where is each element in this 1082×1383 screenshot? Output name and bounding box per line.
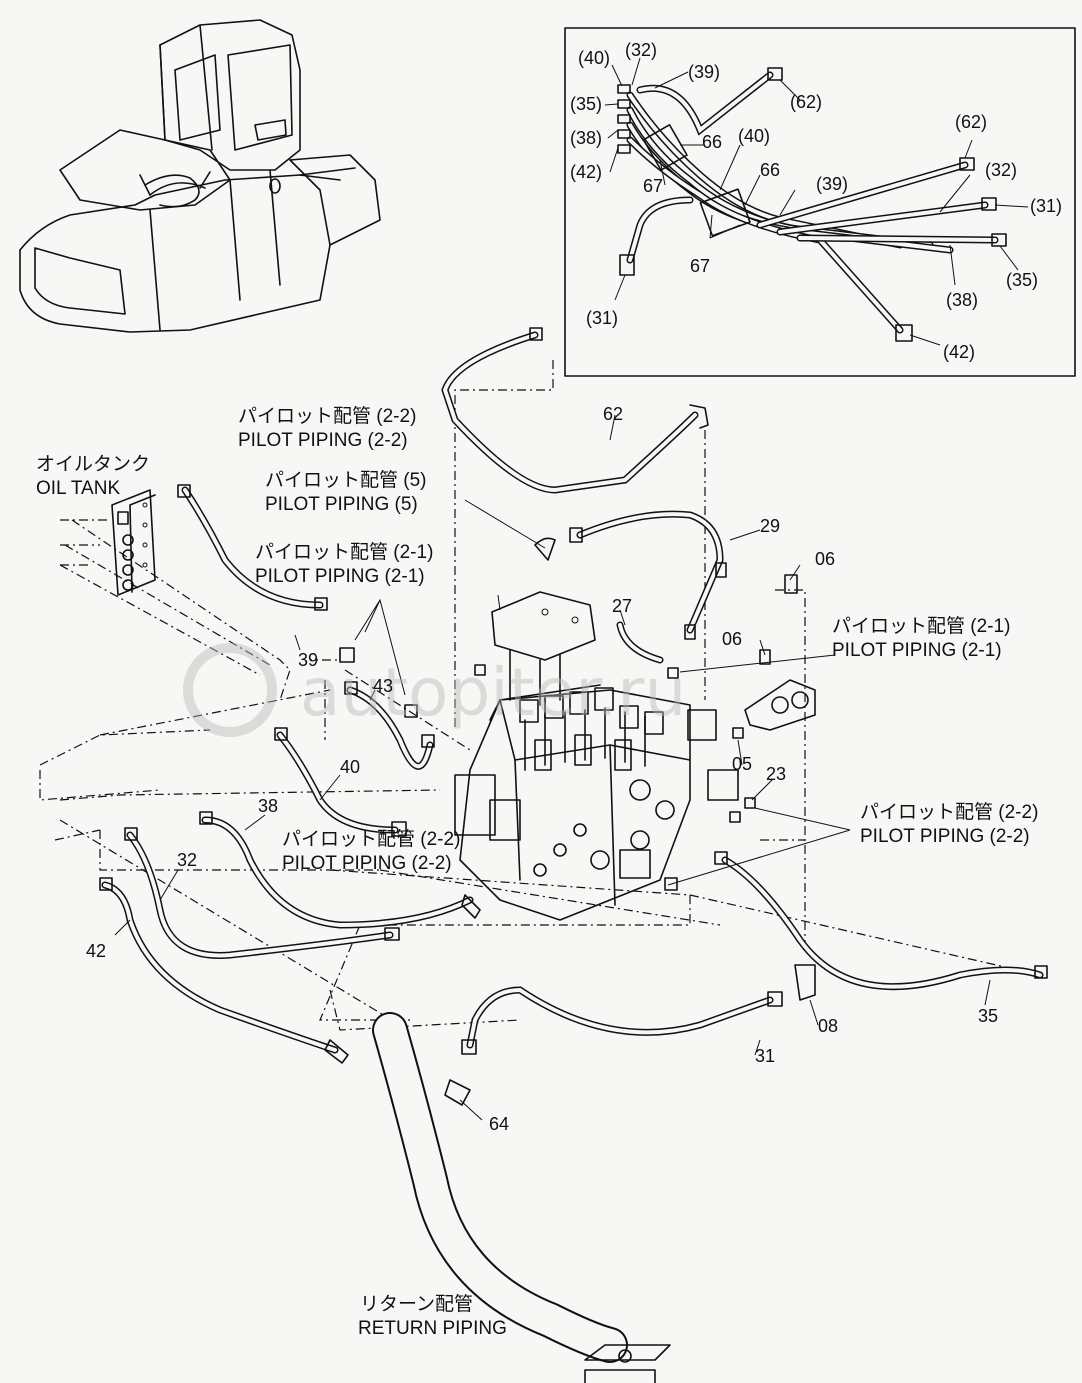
inset-part-label: (32) — [625, 40, 657, 60]
pilot-piping-5-jp: パイロット配管 (5) — [265, 469, 427, 491]
inset-part-label: 66 — [702, 132, 722, 152]
pilot-piping-21-right-jp: パイロット配管 (2-1) — [832, 615, 1010, 637]
excavator-thumbnail — [19, 19, 381, 333]
inset-part-label: (42) — [943, 342, 975, 362]
part-label: 05 — [732, 754, 752, 774]
pilot-piping-5-en: PILOT PIPING (5) — [265, 494, 418, 515]
part-label: 62 — [603, 404, 623, 424]
oil-tank-label-en: OIL TANK — [36, 478, 120, 499]
pilot-piping-22-top-en: PILOT PIPING (2-2) — [238, 430, 408, 451]
inset-part-label: (31) — [1030, 196, 1062, 216]
inset-part-label: (62) — [790, 92, 822, 112]
pilot-piping-21-left-jp: パイロット配管 (2-1) — [255, 541, 433, 563]
inset-part-label: (40) — [578, 48, 610, 68]
oil-tank-label-jp: オイルタンク — [36, 453, 150, 475]
oil-tank-ports — [111, 489, 156, 596]
inset-part-label: (35) — [570, 94, 602, 114]
inset-part-label: (62) — [955, 112, 987, 132]
part-label: 06 — [722, 629, 742, 649]
part-label: 43 — [373, 676, 393, 696]
pilot-piping-21-right-en: PILOT PIPING (2-1) — [832, 640, 1002, 661]
part-label: 27 — [612, 596, 632, 616]
inset-part-label: (40) — [738, 126, 770, 146]
return-piping-label-jp: リターン配管 — [360, 1293, 473, 1315]
inset-part-label: 67 — [643, 176, 663, 196]
hoses — [99, 327, 1048, 1383]
inset-part-label: (39) — [688, 62, 720, 82]
part-label: 64 — [489, 1114, 509, 1134]
inset-part-label: (32) — [985, 160, 1017, 180]
watermark-text: autopiter.ru — [300, 654, 686, 731]
part-label: 23 — [766, 764, 786, 784]
pilot-piping-22-lower-jp: パイロット配管 (2-2) — [282, 828, 460, 850]
part-label: 08 — [818, 1016, 838, 1036]
inset-part-label: (38) — [570, 128, 602, 148]
part-label: 29 — [760, 516, 780, 536]
pilot-piping-21-left-en: PILOT PIPING (2-1) — [255, 566, 425, 587]
part-label: 40 — [340, 757, 360, 777]
inset-part-label: (38) — [946, 290, 978, 310]
main-part-numbers: 62 29 06 27 06 39 43 40 38 05 23 32 42 3… — [86, 404, 998, 1134]
part-label: 31 — [755, 1046, 775, 1066]
part-label: 32 — [177, 850, 197, 870]
part-label: 38 — [258, 796, 278, 816]
inset-part-label: 66 — [760, 160, 780, 180]
dash-dot-leaders — [39, 360, 1041, 1031]
pilot-piping-22-right-jp: パイロット配管 (2-2) — [860, 801, 1038, 823]
inset-part-label: (39) — [816, 174, 848, 194]
watermark: autopiter.ru — [183, 643, 686, 737]
part-label: 42 — [86, 941, 106, 961]
inset-part-numbers: (40) (32) (39) (62) (35) (38) 66 (40) (4… — [570, 40, 1062, 362]
pilot-piping-22-right-en: PILOT PIPING (2-2) — [860, 826, 1030, 847]
section-labels: オイルタンク OIL TANK パイロット配管 (2-2) PILOT PIPI… — [36, 405, 1038, 1339]
part-label: 39 — [298, 650, 318, 670]
inset-part-label: 67 — [690, 256, 710, 276]
inset-detail-box — [564, 27, 1076, 377]
pilot-piping-22-lower-en: PILOT PIPING (2-2) — [282, 853, 452, 874]
return-piping-label-en: RETURN PIPING — [358, 1318, 507, 1339]
pilot-piping-22-top-jp: パイロット配管 (2-2) — [238, 405, 416, 427]
part-label: 35 — [978, 1006, 998, 1026]
control-valve-assembly — [454, 591, 816, 921]
inset-part-label: (42) — [570, 162, 602, 182]
inset-part-label: (35) — [1006, 270, 1038, 290]
inset-part-label: (31) — [586, 308, 618, 328]
part-label: 06 — [815, 549, 835, 569]
